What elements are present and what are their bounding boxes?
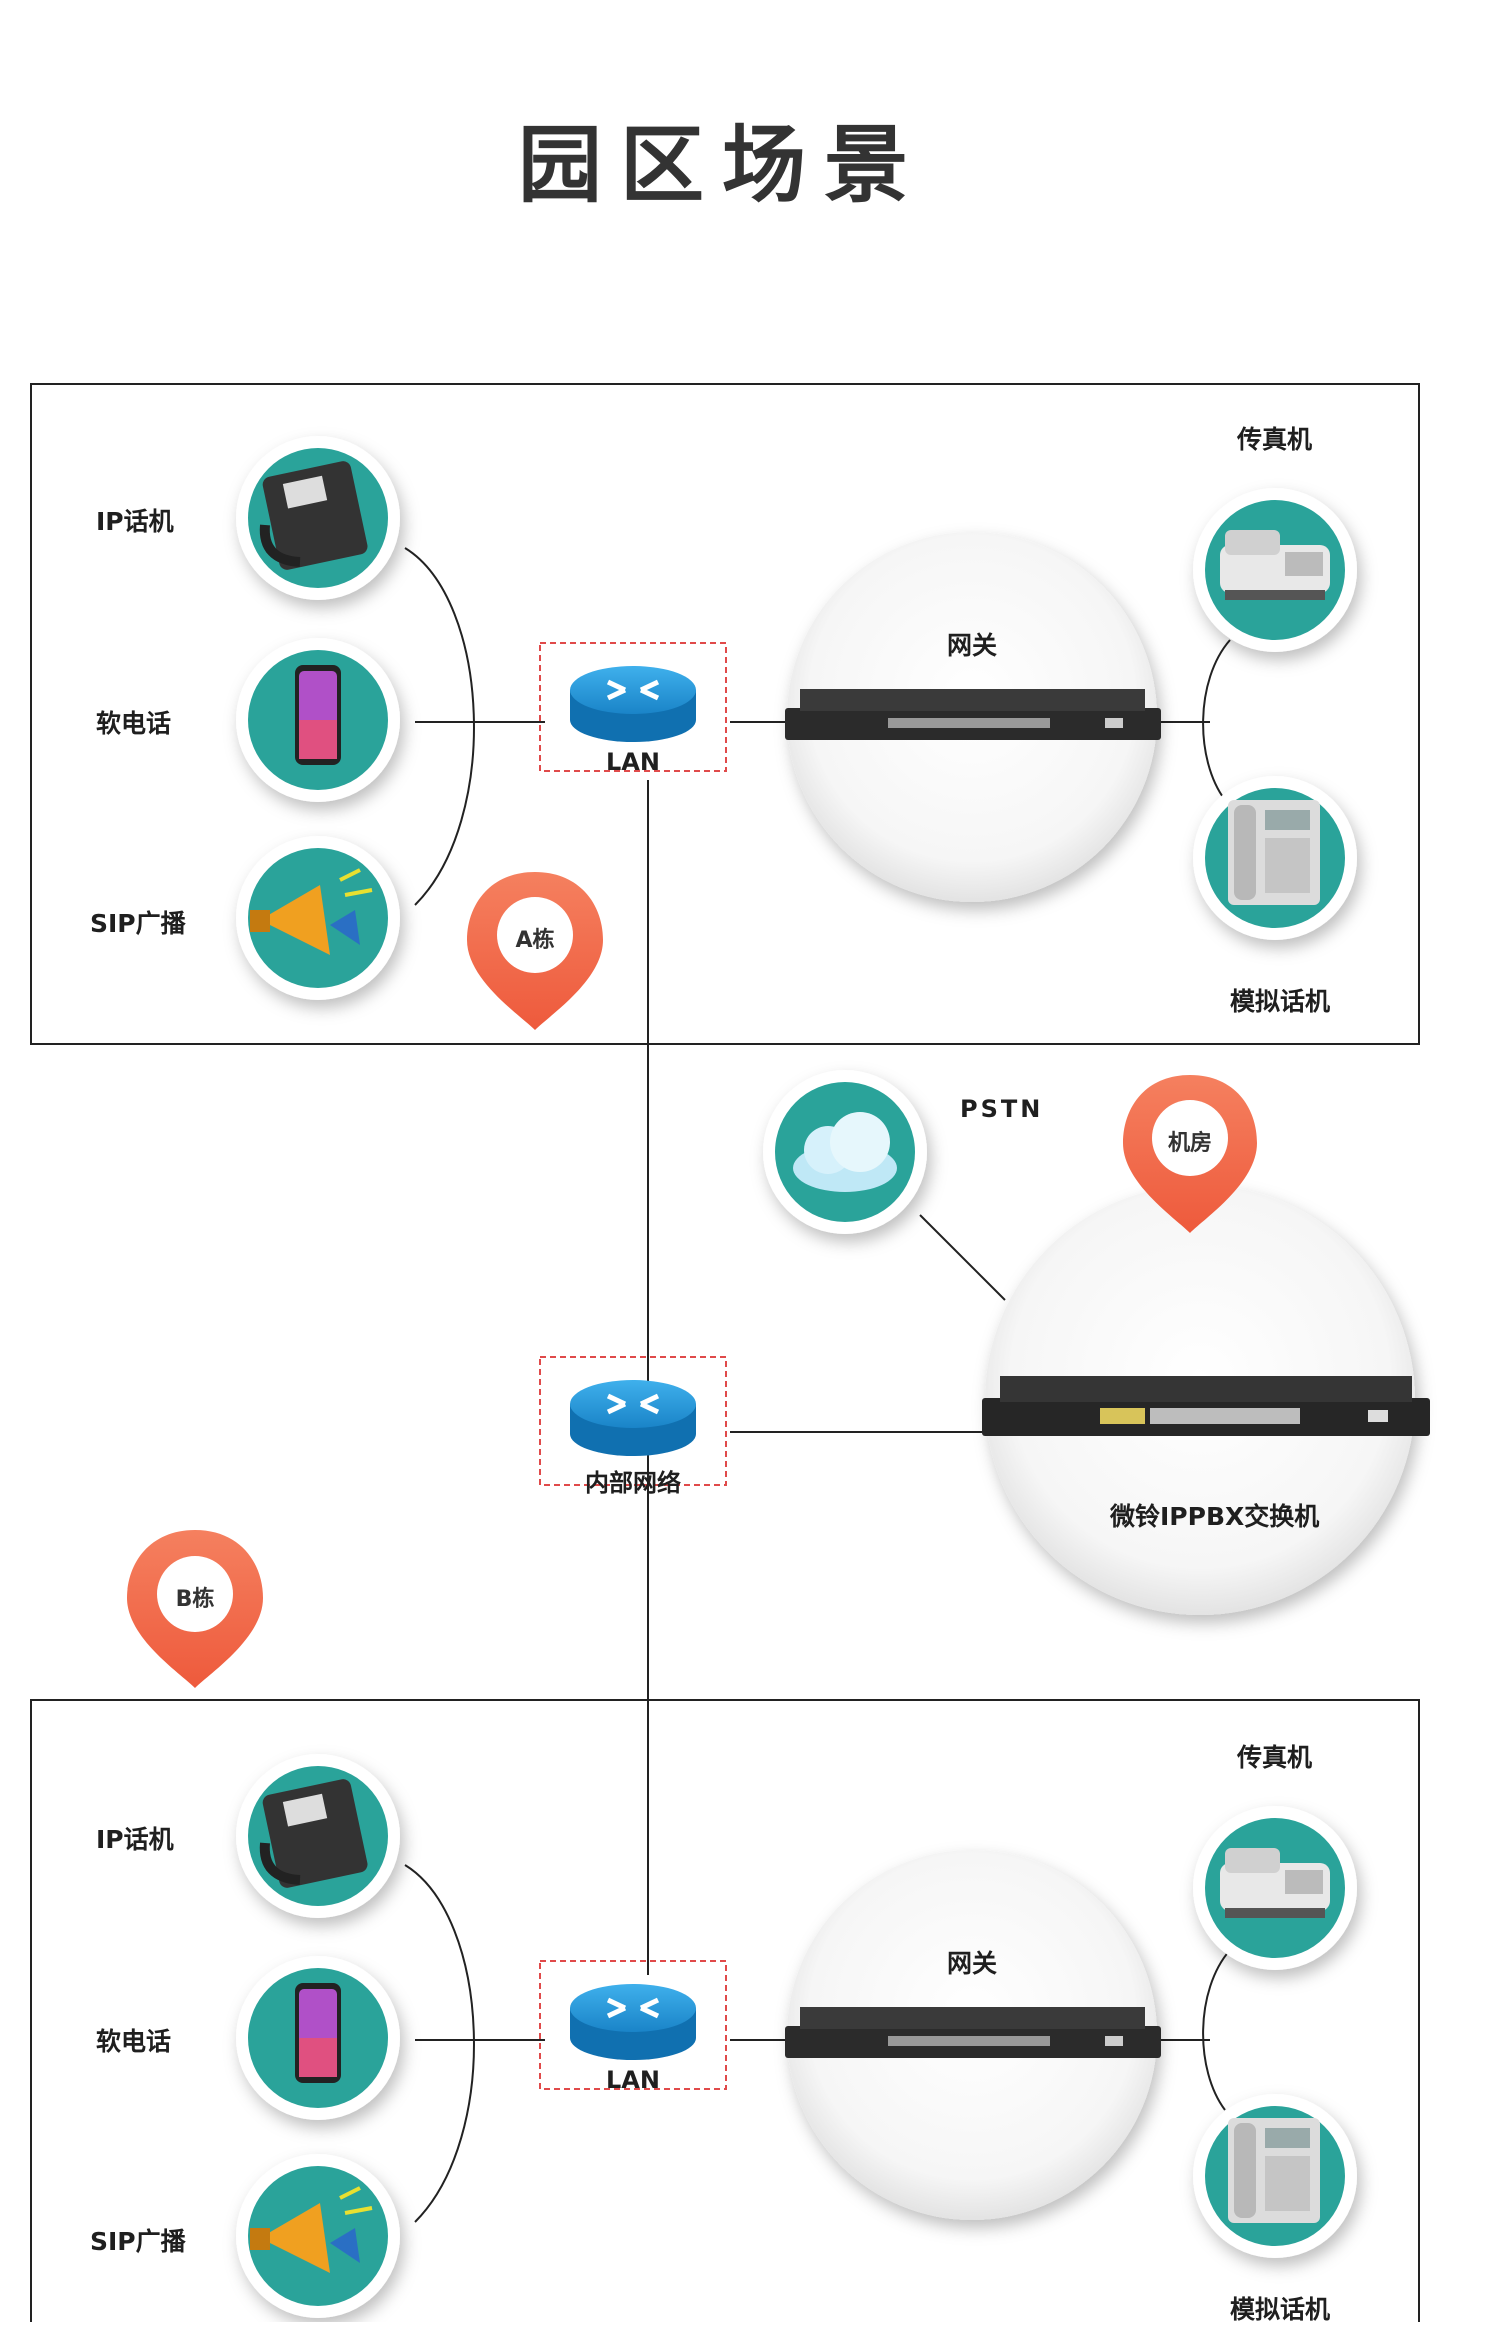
gateway-device-a xyxy=(785,689,1161,740)
analog-phone-label-a: 模拟话机 xyxy=(1230,987,1331,1016)
gateway-label-b: 网关 xyxy=(947,1949,998,1978)
sip-broadcast-label-b: SIP广播 xyxy=(90,2227,186,2256)
megaphone-icon xyxy=(236,836,400,1000)
pstn-label: PSTN xyxy=(960,1095,1044,1123)
map-pin-icon xyxy=(1123,1075,1257,1233)
fax-label-a: 传真机 xyxy=(1237,425,1313,454)
pbx-device xyxy=(982,1376,1430,1436)
map-pin-icon xyxy=(127,1530,263,1688)
device-arc-a xyxy=(404,547,475,906)
pbx-label: 微铃IPPBX交换机 xyxy=(1110,1502,1320,1531)
right-arc-b xyxy=(1202,1949,1231,2111)
ip-phone-label-a: IP话机 xyxy=(96,507,174,536)
gateway-device-b xyxy=(785,2007,1161,2058)
internal-router-label: 内部网络 xyxy=(585,1469,681,1497)
smartphone-icon xyxy=(236,638,400,802)
megaphone-icon xyxy=(236,2154,400,2318)
router-icon xyxy=(570,1984,696,2060)
desk-phone-icon xyxy=(1193,2094,1357,2258)
router-icon xyxy=(570,666,696,742)
router-icon xyxy=(570,1380,696,1456)
gateway-label-a: 网关 xyxy=(947,631,998,660)
building-a-frame xyxy=(30,383,1420,1045)
desk-phone-icon xyxy=(1193,776,1357,940)
room-pin-label: 机房 xyxy=(1167,1131,1212,1156)
router-label-a: LAN xyxy=(606,748,660,776)
pin-label-a: A栋 xyxy=(515,928,555,953)
ip-phone-icon xyxy=(236,1754,400,1918)
right-arc-a xyxy=(1202,639,1231,801)
router-label-b: LAN xyxy=(606,2066,660,2094)
router-box-core xyxy=(539,1356,727,1486)
sip-broadcast-label-a: SIP广播 xyxy=(90,909,186,938)
soft-phone-label-b: 软电话 xyxy=(96,2027,172,2056)
cloud-icon xyxy=(763,1070,927,1234)
page-title: 园区场景 xyxy=(517,116,926,214)
analog-phone-label-b: 模拟话机 xyxy=(1230,2295,1331,2324)
fax-label-b: 传真机 xyxy=(1237,1743,1313,1772)
pin-label-b: B栋 xyxy=(175,1587,215,1612)
smartphone-icon xyxy=(236,1956,400,2120)
device-arc-b xyxy=(404,1864,475,2223)
router-box-b xyxy=(539,1960,727,2090)
fax-icon xyxy=(1193,488,1357,652)
fax-icon xyxy=(1193,1806,1357,1970)
router-box-a xyxy=(539,642,727,772)
ip-phone-icon xyxy=(236,436,400,600)
building-b-frame xyxy=(30,1699,1420,2322)
ip-phone-label-b: IP话机 xyxy=(96,1825,174,1854)
map-pin-icon xyxy=(467,872,603,1030)
soft-phone-label-a: 软电话 xyxy=(96,709,172,738)
